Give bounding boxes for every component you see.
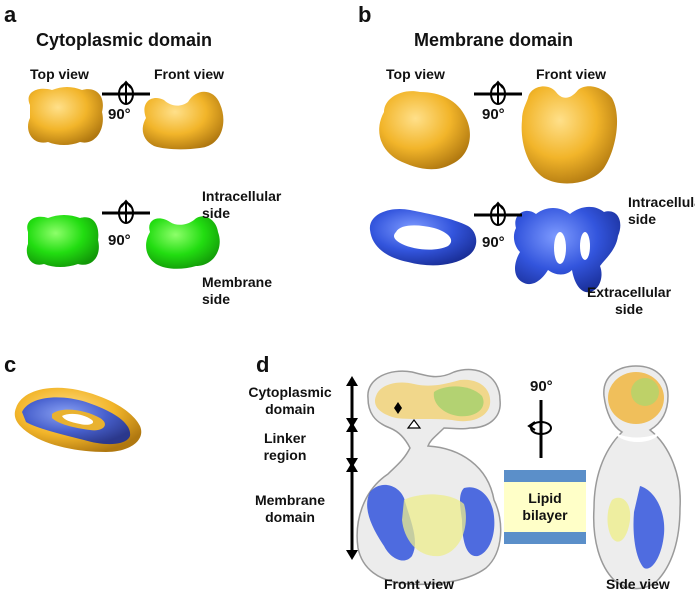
cytoplasmic-domain-label: Cytoplasmic domain [248, 384, 332, 417]
side-view-label: Side view [606, 576, 670, 592]
panel-c-letter: c [4, 352, 17, 377]
membrane-front-view-map [521, 86, 618, 184]
panel-b-front-view-label: Front view [536, 66, 607, 82]
panel-a-rotation-top: 90° [108, 106, 131, 123]
cyto-front-view-map [142, 91, 224, 150]
rotation-icon [102, 80, 150, 105]
panel-a-top-view-label: Top view [30, 66, 89, 82]
triangle-marker [406, 419, 422, 429]
panel-b-rotation-bottom: 90° [482, 234, 505, 251]
panel-d-letter: d [256, 352, 270, 377]
side-view-density-map [592, 365, 681, 590]
membrane-front-view-blue-map [513, 206, 621, 293]
panel-b-title: Membrane domain [414, 30, 574, 50]
panel-b-rotation-top: 90° [482, 106, 505, 123]
cyto-top-view-map [28, 87, 103, 145]
membrane-top-view-blue-map [369, 208, 477, 266]
panel-a-front-view-label: Front view [154, 66, 225, 82]
panel-a-rotation-bottom: 90° [108, 232, 131, 249]
domain-extent-arrows [346, 376, 358, 560]
panel-a-title: Cytoplasmic domain [36, 30, 213, 50]
cyto-top-view-green-map [26, 215, 99, 267]
linker-region-label: Linker region [263, 430, 307, 463]
rotation-icon [474, 80, 522, 105]
membrane-domain-label: Membrane domain [254, 492, 326, 525]
panel-b-intracellular-side: Intracellular side [628, 194, 695, 227]
cyto-front-view-green-map [146, 216, 220, 269]
overlay-map [14, 387, 142, 452]
rotation-icon [474, 201, 522, 226]
membrane-top-view-map [379, 91, 470, 170]
lipid-bilayer-label: Lipid bilayer [522, 490, 568, 523]
front-view-label: Front view [384, 576, 455, 592]
vertical-rotation-icon [527, 400, 552, 458]
lipid-bilayer-graphic [504, 470, 586, 544]
panel-b-letter: b [358, 2, 372, 27]
panel-a-intracellular-side: Intracellular side [202, 188, 282, 221]
panel-b-top-view-label: Top view [386, 66, 445, 82]
panel-a-letter: a [4, 2, 17, 27]
panel-b-extracellular-side: Extracellular side [586, 284, 672, 317]
rotation-icon [102, 199, 150, 224]
panel-a-membrane-side: Membrane side [202, 274, 273, 307]
front-view-density-map [356, 368, 502, 586]
diamond-marker [394, 402, 402, 414]
panel-d-rotation: 90° [530, 378, 553, 395]
